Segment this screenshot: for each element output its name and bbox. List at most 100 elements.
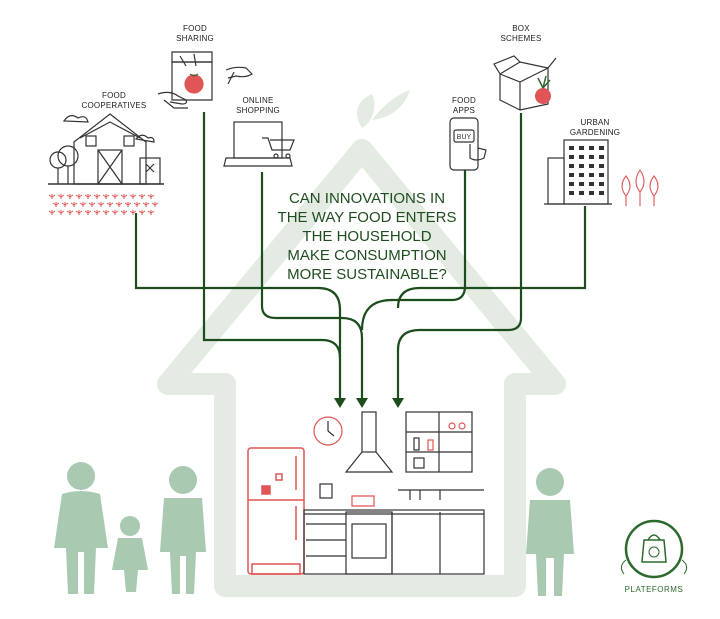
question-line: THE WAY FOOD ENTERS: [277, 209, 457, 226]
building-window: [589, 191, 594, 195]
crop-sprout: [48, 210, 56, 215]
crop-sprout: [97, 202, 105, 207]
question-line: THE HOUSEHOLD: [302, 228, 432, 245]
fridge-icon: [247, 447, 305, 575]
building-window: [569, 191, 574, 195]
label-box-schemes: BOX SCHEMES: [500, 24, 542, 43]
crop-sprout: [75, 210, 83, 215]
building-window: [589, 173, 594, 177]
label-urban-gardening: URBAN GARDENING: [569, 118, 621, 137]
counter-icon: [303, 483, 485, 575]
label-food-sharing: FOOD SHARING: [176, 24, 214, 43]
person-icon: [526, 468, 574, 596]
building-window: [579, 155, 584, 159]
crop-sprout: [52, 202, 60, 207]
phone-icon: [449, 117, 487, 171]
arrowheads: [334, 398, 404, 408]
crop-sprout: [106, 202, 114, 207]
building-window: [589, 164, 594, 168]
crop-sprout: [93, 210, 101, 215]
crop-sprout: [120, 210, 128, 215]
line-box-schemes: [396, 113, 523, 400]
building-window: [579, 164, 584, 168]
crop-sprout: [111, 210, 119, 215]
question-line: MORE SUSTAINABLE?: [287, 266, 447, 283]
leaf-icon: [357, 90, 410, 128]
crop-sprout: [84, 210, 92, 215]
clock-icon: [313, 416, 343, 446]
crop-sprout: [151, 202, 159, 207]
building-window: [589, 146, 594, 150]
crop-sprout: [138, 194, 146, 199]
building-window: [569, 146, 574, 150]
kitchen-illustration: [247, 411, 485, 575]
house-outline: [157, 139, 566, 597]
crop-rows-icon: [48, 194, 159, 215]
crop-sprout: [115, 202, 123, 207]
barn-icon: [48, 113, 164, 185]
crop-sprout: [57, 210, 65, 215]
crop-sprout: [111, 194, 119, 199]
crop-sprout: [84, 194, 92, 199]
crop-sprout: [57, 194, 65, 199]
question-line: MAKE CONSUMPTION: [287, 247, 447, 264]
food-sharing-icon: [157, 51, 253, 109]
crop-sprout: [120, 194, 128, 199]
building-window: [599, 182, 604, 186]
connector-lines: [134, 112, 587, 400]
crop-sprout: [66, 210, 74, 215]
label-online-shopping: ONLINE SHOPPING: [236, 96, 280, 115]
crop-sprout: [133, 202, 141, 207]
label-food-apps: FOOD APPS: [452, 96, 476, 115]
building-window: [569, 173, 574, 177]
building-window: [569, 155, 574, 159]
building-window: [579, 191, 584, 195]
crop-sprout: [93, 194, 101, 199]
range-hood-icon: [344, 411, 394, 473]
crop-sprout: [88, 202, 96, 207]
crop-sprout: [79, 202, 87, 207]
phone-buy-label: BUY: [457, 134, 472, 141]
crop-sprout: [70, 202, 78, 207]
crop-sprout: [48, 194, 56, 199]
building-window: [579, 173, 584, 177]
building-window: [599, 191, 604, 195]
laptop-cart-icon: [223, 121, 295, 167]
shelf-icon: [405, 411, 473, 473]
urban-plants-icon: [621, 169, 659, 206]
beetroot-icon: [535, 75, 551, 104]
crop-sprout: [75, 194, 83, 199]
crop-sprout: [142, 202, 150, 207]
building-window: [579, 182, 584, 186]
building-window: [589, 182, 594, 186]
central-question: CAN INNOVATIONS IN THE WAY FOOD ENTERS T…: [262, 189, 472, 284]
line-food-sharing: [202, 112, 342, 359]
plateforms-logo: [620, 519, 688, 579]
crop-sprout: [66, 194, 74, 199]
label-food-cooperatives: FOOD COOPERATIVES: [81, 91, 147, 110]
building-window: [569, 164, 574, 168]
line-food-cooperatives: [134, 213, 342, 400]
building-windows: [569, 146, 604, 195]
crop-sprout: [124, 202, 132, 207]
building-window: [569, 182, 574, 186]
crop-sprout: [102, 210, 110, 215]
family-icon: [54, 462, 206, 594]
crop-sprout: [129, 194, 137, 199]
building-window: [589, 155, 594, 159]
line-urban-gardening: [396, 206, 587, 309]
brand-name: PLATEFORMS: [624, 585, 684, 594]
crop-sprout: [102, 194, 110, 199]
crop-sprout: [147, 194, 155, 199]
building-window: [579, 146, 584, 150]
building-window: [599, 164, 604, 168]
building-window: [599, 146, 604, 150]
line-food-apps: [360, 170, 467, 331]
building-window: [599, 173, 604, 177]
question-line: CAN INNOVATIONS IN: [288, 190, 446, 207]
crop-sprout: [129, 210, 137, 215]
crop-sprout: [147, 210, 155, 215]
crop-sprout: [138, 210, 146, 215]
building-window: [599, 155, 604, 159]
